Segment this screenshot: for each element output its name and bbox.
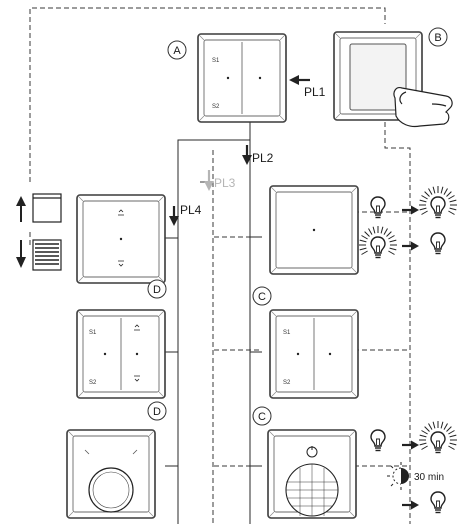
solid-wiring xyxy=(165,122,262,524)
label-pl2: PL2 xyxy=(252,151,274,165)
label-c1: C xyxy=(258,291,266,303)
label-pl1: PL1 xyxy=(304,85,326,99)
badge-d2 xyxy=(147,401,167,421)
rocker-label-s1-c: S1 xyxy=(283,330,291,336)
rotary-dimmer-left[interactable] xyxy=(66,429,156,519)
pl4-arrow xyxy=(169,206,179,226)
label-d1: D xyxy=(153,284,161,296)
rocker-label-s2-d: S2 xyxy=(89,380,97,386)
switch-right-single[interactable] xyxy=(269,185,359,275)
rocker-label-s2-c: S2 xyxy=(283,380,291,386)
timer-icon xyxy=(387,462,409,490)
device-a-switch[interactable] xyxy=(197,33,287,123)
rocker-label-s1-d: S1 xyxy=(89,330,97,336)
badge-d1 xyxy=(147,279,167,299)
switch-right-double[interactable] xyxy=(269,309,359,399)
label-c2: C xyxy=(258,411,266,423)
bulb-off-icon-2 xyxy=(430,232,446,255)
bulb-off-icon xyxy=(370,196,386,219)
bulb-off-icon-3 xyxy=(370,429,386,452)
blind-switch-left[interactable] xyxy=(76,194,166,284)
badge-a xyxy=(167,40,187,60)
pl2-arrow xyxy=(242,145,252,165)
badge-b xyxy=(428,27,448,47)
bulb-on-icon-3 xyxy=(418,420,458,454)
badge-c2 xyxy=(252,406,272,426)
rocker-label-s2: S2 xyxy=(212,104,220,110)
pl1-arrow xyxy=(289,75,310,85)
hand-icon xyxy=(393,87,453,128)
bulb-off-icon-4 xyxy=(430,491,446,514)
label-b: B xyxy=(434,32,441,44)
label-pl4: PL4 xyxy=(180,203,202,217)
blind-up-icon xyxy=(16,193,62,223)
blind-double-switch-left[interactable] xyxy=(76,309,166,399)
label-pl3: PL3 xyxy=(214,176,236,190)
label-a: A xyxy=(173,45,181,57)
bulb-on-icon xyxy=(418,185,458,219)
rocker-label-s1: S1 xyxy=(212,58,220,64)
device-b-switch[interactable] xyxy=(333,31,423,121)
label-d2: D xyxy=(153,406,161,418)
pl3-arrow xyxy=(204,170,214,191)
bulb-on-icon-2 xyxy=(358,225,398,259)
badge-c1 xyxy=(252,286,272,306)
label-timer: 30 min xyxy=(414,472,444,483)
motion-sensor-right[interactable] xyxy=(267,429,357,519)
blind-down-icon xyxy=(16,239,62,271)
